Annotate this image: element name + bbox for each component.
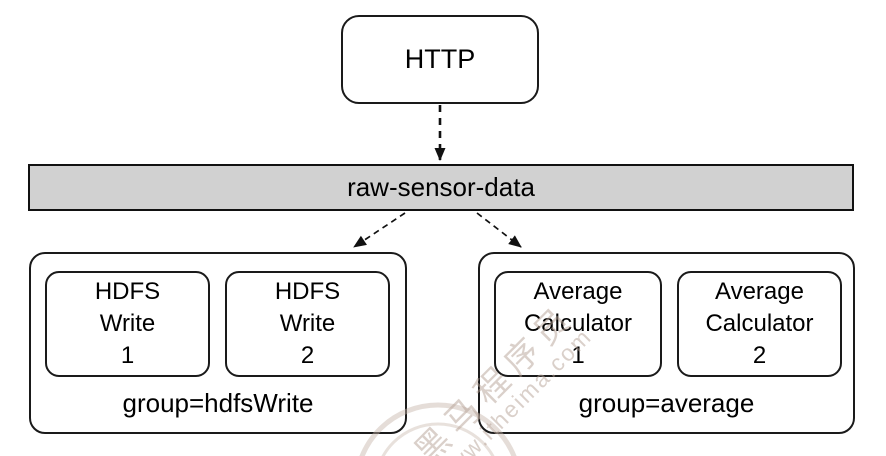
edge-topic-to-average-arrow	[476, 212, 522, 248]
node-average-calculator-2: Average Calculator 2	[677, 271, 842, 377]
group-hdfswrite: HDFS Write 1 HDFS Write 2 group=hdfsWrit…	[29, 252, 407, 434]
topic-bar-raw-sensor-data: raw-sensor-data	[28, 164, 854, 211]
topic-bar-label: raw-sensor-data	[347, 172, 535, 202]
node-average-calculator-1: Average Calculator 1	[494, 271, 662, 377]
group-average-label: group=average	[578, 388, 755, 418]
node-average-calculator-2-label: Average Calculator 2	[705, 278, 814, 369]
node-average-calculator-1-label: Average Calculator 1	[523, 278, 633, 369]
edge-topic-to-hdfswrite-arrow	[353, 212, 406, 248]
group-average: Average Calculator 1 Average Calculator …	[478, 252, 855, 434]
node-http-label: HTTP	[404, 44, 476, 74]
node-http: HTTP	[341, 15, 539, 104]
group-hdfswrite-label: group=hdfsWrite	[122, 388, 314, 418]
node-hdfs-write-1: HDFS Write 1	[45, 271, 210, 377]
node-hdfs-write-1-label: HDFS Write 1	[94, 278, 161, 369]
node-hdfs-write-2: HDFS Write 2	[225, 271, 390, 377]
node-hdfs-write-2-label: HDFS Write 2	[274, 278, 341, 369]
